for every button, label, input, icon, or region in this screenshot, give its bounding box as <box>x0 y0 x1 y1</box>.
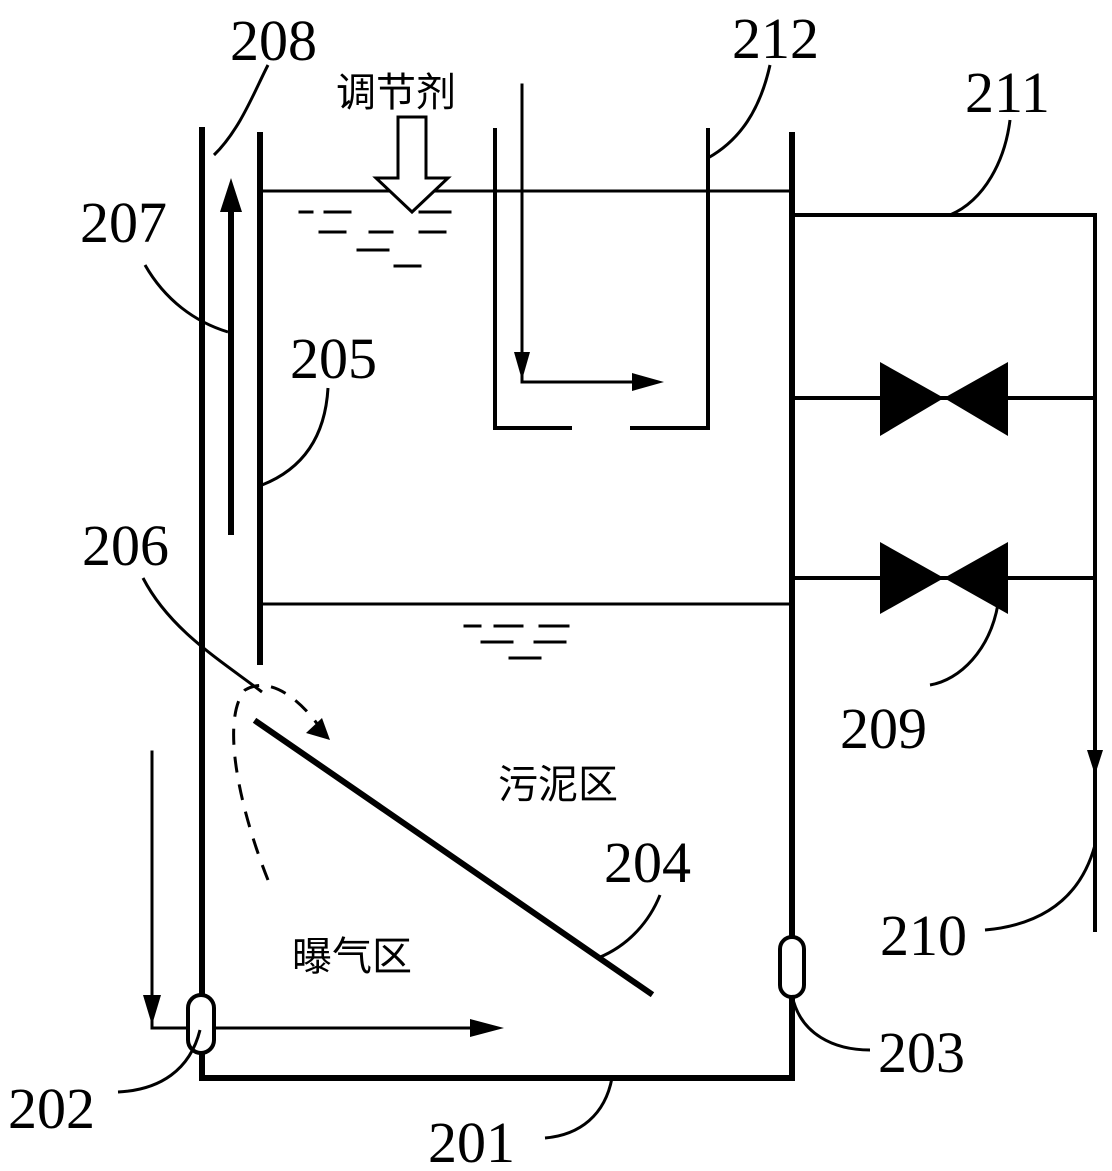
label-208: 208 <box>230 8 317 73</box>
air-inlet <box>143 750 504 1055</box>
circulation-flow <box>232 683 330 881</box>
leader-202 <box>117 1029 202 1094</box>
air-down-arrowhead <box>143 995 161 1025</box>
leader-lines <box>117 64 1097 1140</box>
outlet-piping <box>790 213 1103 932</box>
label-202: 202 <box>8 1076 95 1141</box>
lower-water-ripples <box>463 624 570 660</box>
tank-body <box>199 127 795 1081</box>
lower-valve <box>880 542 1008 614</box>
aeration-zone-label: 曝气区 <box>292 934 412 980</box>
dashed-return-curve <box>232 683 320 881</box>
leader-207 <box>143 264 229 334</box>
label-201: 201 <box>428 1110 515 1171</box>
inclined-plate <box>252 717 655 998</box>
regulator-input-arrow <box>372 115 452 215</box>
label-204: 204 <box>604 830 691 895</box>
sludge-port-203 <box>778 935 806 999</box>
downcomer-arrowhead <box>1087 750 1103 775</box>
water-levels <box>258 189 794 660</box>
label-206: 206 <box>82 513 169 578</box>
leader-205 <box>261 387 330 487</box>
leader-211 <box>949 119 1012 217</box>
label-212: 212 <box>732 6 819 71</box>
dashed-arrowhead <box>306 718 330 740</box>
upflow-arrow <box>220 178 242 535</box>
label-210: 210 <box>880 903 967 968</box>
label-203: 203 <box>878 1020 965 1085</box>
leader-208 <box>212 64 270 157</box>
hollow-down-arrow <box>372 115 452 215</box>
inlet-flow-arrowhead-down <box>514 352 530 380</box>
inlet-flow-arrowhead-right <box>632 373 664 391</box>
leader-206 <box>141 577 263 694</box>
leader-201 <box>544 1077 614 1140</box>
leader-210 <box>984 844 1097 932</box>
regulator-label: 调节剂 <box>336 70 456 116</box>
zone-labels: 调节剂 污泥区 曝气区 <box>292 70 618 980</box>
number-labels: 208 212 211 207 205 206 209 204 210 203 … <box>8 6 1050 1171</box>
inlet-box <box>493 83 710 430</box>
upper-valve <box>880 362 1008 436</box>
leader-204 <box>597 894 662 960</box>
leader-212 <box>707 64 772 160</box>
air-right-arrowhead <box>470 1019 504 1037</box>
leader-209 <box>929 603 1000 687</box>
label-211: 211 <box>965 60 1050 125</box>
upper-water-ripples <box>298 210 452 268</box>
label-205: 205 <box>290 326 377 391</box>
leader-203 <box>790 994 871 1052</box>
label-207: 207 <box>80 190 167 255</box>
aerator-202 <box>186 993 216 1055</box>
upflow-arrowhead <box>220 178 242 212</box>
label-209: 209 <box>840 696 927 761</box>
sludge-zone-label: 污泥区 <box>498 762 618 808</box>
